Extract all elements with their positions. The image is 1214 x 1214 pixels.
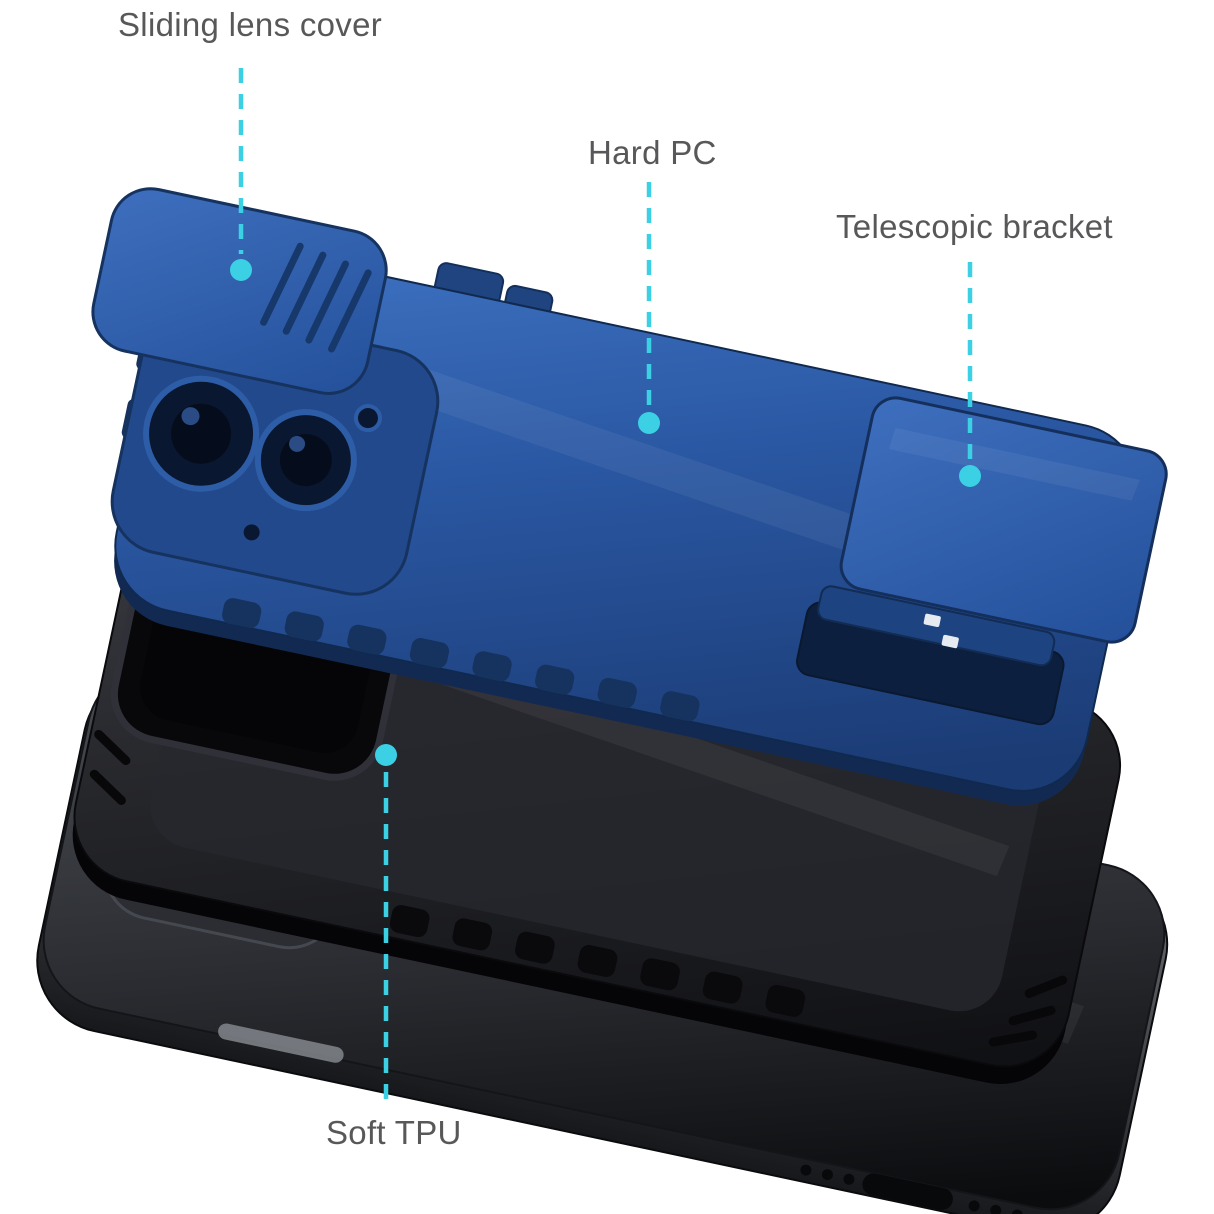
tpu-grip-ridges [389,905,806,1017]
pc-mic-hole [243,524,260,541]
phone-antenna-slot [218,1023,344,1063]
leader-dot-telescopic-bracket [959,465,981,487]
label-sliding-lens-cover: Sliding lens cover [118,6,383,43]
leader-dot-soft-tpu [375,744,397,766]
pc-grip-ridges [222,598,700,722]
tpu-corner-ribs [89,729,1068,1047]
callout-leader-dots [230,259,981,766]
hard-pc-case-illustration [91,187,1168,806]
kickstand-plate [839,396,1168,644]
sliding-cover-grip-lines [260,242,372,353]
pc-flash-hole [353,404,382,433]
pc-sheen [339,342,981,593]
leader-dot-sliding-lens-cover [230,259,252,281]
telescopic-bracket-kickstand [796,396,1168,726]
kickstand-mark-2 [941,634,959,649]
leader-dot-hard-pc [638,412,660,434]
sliding-lens-cover-plate [91,187,388,395]
callout-leader-lines [238,68,973,1104]
label-soft-tpu: Soft TPU [326,1114,462,1151]
label-hard-pc: Hard PC [588,134,717,171]
phone-bottom-port [800,1164,1023,1214]
label-telescopic-bracket: Telescopic bracket [836,208,1113,245]
kickstand-mark-1 [923,613,941,627]
